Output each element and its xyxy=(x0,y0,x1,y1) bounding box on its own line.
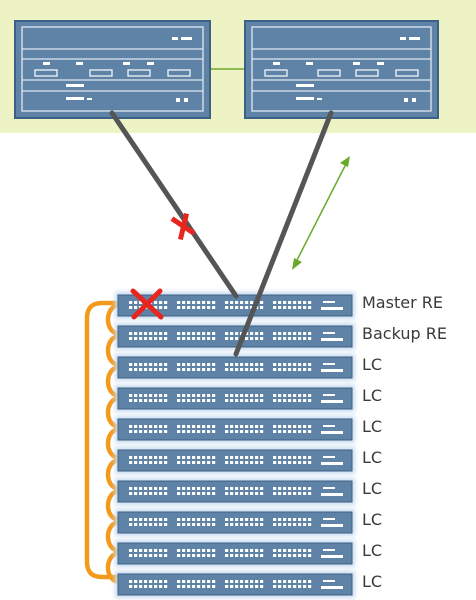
double-arrow-icon xyxy=(292,156,350,270)
stack-switch xyxy=(115,540,355,567)
stack-switch xyxy=(115,354,355,381)
stack-switch xyxy=(115,416,355,443)
stack-switch xyxy=(115,478,355,505)
uplink-left-to-master xyxy=(109,110,239,299)
stack-switch xyxy=(115,571,355,598)
stack-switch xyxy=(115,323,355,350)
stack-switch xyxy=(115,447,355,474)
red-x-icon xyxy=(130,288,164,320)
stack-switch xyxy=(115,509,355,536)
red-x-icon xyxy=(170,212,196,241)
uplink-right-to-backup xyxy=(233,110,334,357)
core-router-right xyxy=(244,20,439,119)
stack-switch xyxy=(115,385,355,412)
vc-ring-cable xyxy=(84,300,123,585)
switch-stack xyxy=(115,292,355,598)
core-router-left xyxy=(14,20,211,119)
